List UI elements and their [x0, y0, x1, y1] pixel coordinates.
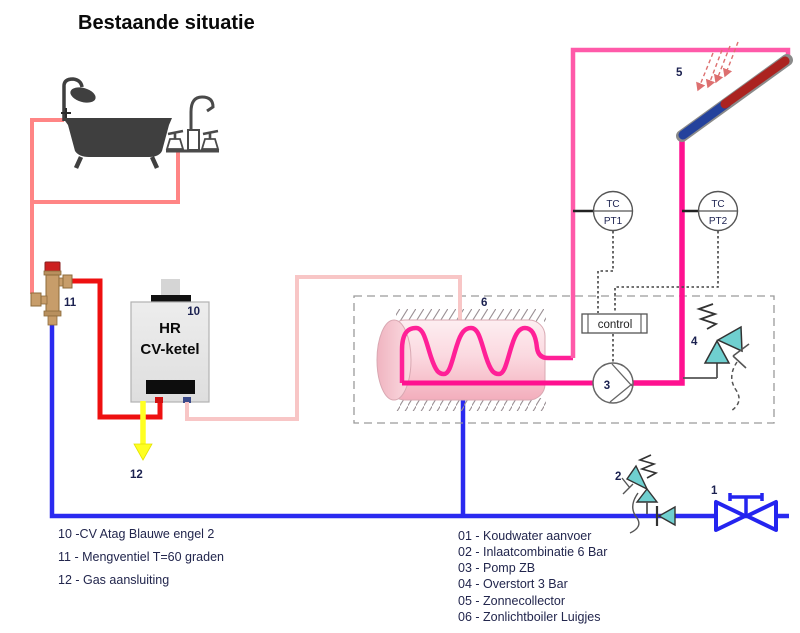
cold-water-pipe: [49, 324, 789, 519]
mixed-water-pipe: [30, 118, 180, 294]
legend-item: 03 - Pomp ZB: [458, 561, 535, 575]
legend-item: 12 - Gas aansluiting: [58, 573, 169, 587]
overstort-label: 4: [691, 336, 698, 348]
boiler: [130, 279, 210, 403]
legend-item: 06 - Zonlichtboiler Luigjes: [458, 610, 600, 624]
insulation-hatch-top: [396, 309, 546, 322]
boiler-name-line2: CV-ketel: [140, 341, 199, 358]
sensor-pt2: TC PT2: [682, 190, 739, 232]
discharge-curve: [730, 361, 740, 412]
discharge-curve: [629, 492, 640, 534]
sensor-pt1: TC PT1: [573, 190, 634, 232]
shower-head-icon: [70, 87, 96, 103]
spring-icon: [637, 454, 659, 479]
inlaatcombinatie-label: 2: [615, 471, 621, 483]
legend-left: 10 -CV Atag Blauwe engel 2 11 - Mengvent…: [58, 527, 224, 587]
pt2-id-label: PT2: [709, 216, 728, 227]
boiler-name-line1: HR: [159, 320, 181, 337]
pump-label: 3: [604, 380, 610, 392]
legend-item: 02 - Inlaatcombinatie 6 Bar: [458, 545, 607, 559]
solar-return-pipe: [402, 136, 685, 386]
legend-item: 04 - Overstort 3 Bar: [458, 577, 568, 591]
sun-arrows-icon: [696, 41, 739, 92]
pt1-id-label: PT1: [604, 216, 623, 227]
solar-supply-pipe: [570, 47, 791, 358]
tank-label: 6: [481, 297, 487, 309]
inlet-combination-valve: [621, 454, 676, 534]
chimney: [161, 279, 180, 297]
legend-item: 10 -CV Atag Blauwe engel 2: [58, 527, 214, 541]
koudwater-label: 1: [711, 485, 718, 497]
insulation-hatch-bottom: [396, 398, 546, 411]
mixing-valve: [30, 261, 73, 326]
control-label: control: [598, 319, 633, 331]
legend-right: 01 - Koudwater aanvoer 02 - Inlaatcombin…: [458, 529, 607, 624]
mixing-valve-label: 11: [64, 297, 77, 309]
legend-item: 05 - Zonnecollector: [458, 594, 565, 608]
solar-collector: [676, 54, 793, 142]
page-title: Bestaande situatie: [78, 12, 255, 34]
gas-arrow: [133, 401, 153, 461]
main-shutoff-valve: [714, 493, 778, 532]
legend-item: 01 - Koudwater aanvoer: [458, 529, 591, 543]
spring-icon: [696, 303, 719, 330]
relief-valve-4: [683, 303, 750, 412]
legend-item: 11 - Mengventiel T=60 graden: [58, 550, 224, 564]
boiler-loop-pipe: [185, 275, 462, 421]
bathtub-icon: [61, 77, 172, 169]
pt2-type-label: TC: [711, 199, 724, 210]
heat-exchanger-coil: [399, 325, 573, 383]
control-box: control: [581, 313, 648, 334]
check-valve-icon: [657, 505, 676, 527]
sensor-wires: [597, 231, 719, 362]
collector-label: 5: [676, 67, 683, 79]
pt1-type-label: TC: [606, 199, 619, 210]
burner-band: [146, 380, 195, 394]
boiler-tag: 10: [187, 306, 200, 318]
hot-water-pipe: [68, 278, 163, 420]
gas-label: 12: [130, 469, 143, 481]
enclosure-dashed-box: [353, 295, 775, 424]
pump: 3: [592, 362, 634, 404]
faucet-icon: [165, 95, 220, 153]
